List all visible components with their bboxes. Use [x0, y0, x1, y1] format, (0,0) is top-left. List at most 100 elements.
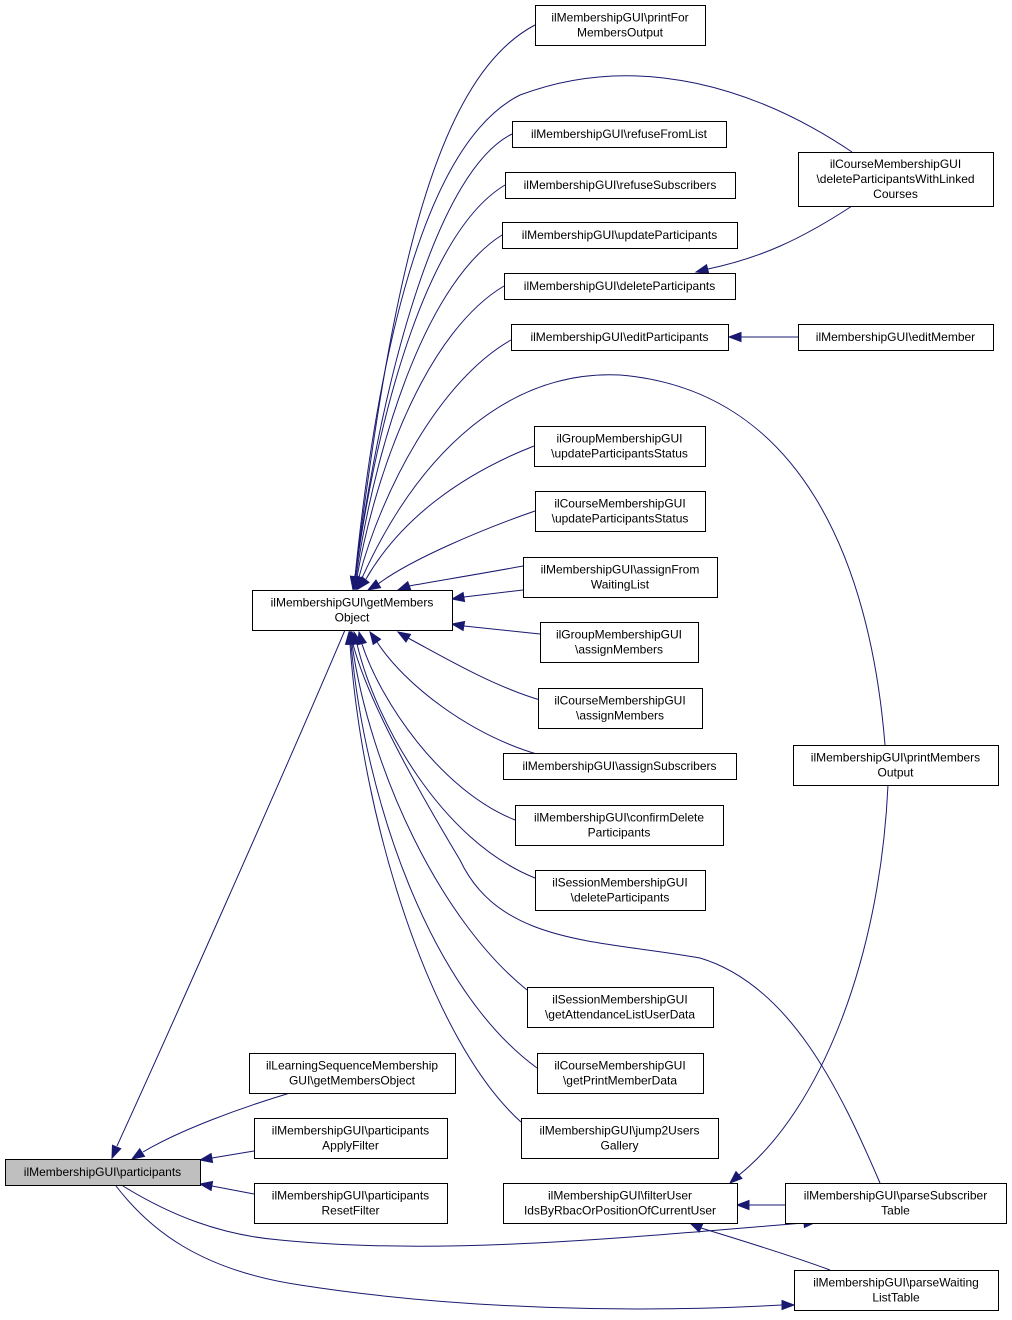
- edge-parseSubscriberTable-to-filterUserIds: [735, 1199, 785, 1211]
- edge-line: [211, 1150, 255, 1159]
- edge-arrowhead: [357, 575, 370, 591]
- node-assignSubscribers[interactable]: ilMembershipGUI\assignSubscribers: [503, 753, 737, 780]
- edge-arrowhead: [727, 331, 742, 343]
- node-label-line: GUI\getMembersObject: [289, 1074, 416, 1088]
- node-box: [535, 5, 706, 46]
- node-refuseSubscribers[interactable]: ilMembershipGUI\refuseSubscribers: [505, 172, 736, 199]
- node-filterUserIds[interactable]: ilMembershipGUI\filterUserIdsByRbacOrPos…: [503, 1183, 738, 1224]
- edge-line: [349, 643, 522, 1123]
- edge-participantsApplyFilter-to-participants: [198, 1150, 255, 1164]
- edge-line: [361, 643, 516, 821]
- node-sessDeleteParticipants[interactable]: ilSessionMembershipGUI\deleteParticipant…: [535, 870, 706, 911]
- node-editMember[interactable]: ilMembershipGUI\editMember: [798, 324, 994, 351]
- edge-line: [351, 643, 528, 991]
- node-box: [535, 491, 706, 532]
- node-box: [515, 805, 724, 846]
- edge-refuseSubscribers-to-getMembersObject: [349, 184, 506, 591]
- node-label-line: WaitingList: [591, 578, 650, 592]
- node-crsUpdateParticipantsStatus[interactable]: ilCourseMembershipGUI\updateParticipants…: [535, 491, 706, 532]
- node-box: [785, 1183, 1007, 1224]
- node-label-line: ilMembershipGUI\updateParticipants: [522, 228, 717, 242]
- edge-crsAssignMembers-to-getMembersObject: [450, 620, 541, 635]
- node-crsDeleteParticipantsWithLinkedCourses[interactable]: ilCourseMembershipGUI\deleteParticipants…: [798, 152, 994, 207]
- node-label-line: \assignMembers: [576, 709, 664, 723]
- node-grpUpdateParticipantsStatus[interactable]: ilGroupMembershipGUI\updateParticipantsS…: [534, 426, 706, 467]
- node-label-line: ResetFilter: [321, 1204, 379, 1218]
- node-label-line: Gallery: [600, 1139, 638, 1153]
- node-label-line: ilCourseMembershipGUI: [554, 1059, 685, 1073]
- node-label-line: ilMembershipGUI\participants: [272, 1124, 429, 1138]
- edge-confirmDeleteParticipants-to-getMembersObject: [369, 630, 541, 756]
- edge-arrowhead: [694, 263, 710, 275]
- edge-arrowhead: [366, 579, 382, 591]
- node-label-line: ilCourseMembershipGUI: [554, 694, 685, 708]
- edge-participantsResetFilter-to-participants: [198, 1180, 255, 1195]
- node-label-line: Table: [881, 1204, 910, 1218]
- node-lsGetMembersObject[interactable]: ilLearningSequenceMembershipGUI\getMembe…: [249, 1053, 456, 1094]
- edge-arrowhead: [396, 631, 412, 643]
- edge-printMembersOutput-to-filterUserIds: [728, 784, 889, 1184]
- node-updateParticipants[interactable]: ilMembershipGUI\updateParticipants: [502, 222, 738, 249]
- node-label-line: ApplyFilter: [322, 1139, 379, 1153]
- node-box: [511, 324, 729, 351]
- node-label-line: \updateParticipantsStatus: [551, 447, 688, 461]
- node-box: [502, 222, 738, 249]
- edge-line: [463, 589, 524, 598]
- node-box: [503, 753, 737, 780]
- node-confirmDeleteParticipants[interactable]: ilMembershipGUI\confirmDeleteParticipant…: [515, 805, 724, 846]
- node-participants[interactable]: ilMembershipGUI\participants: [5, 1159, 201, 1186]
- edge-line: [365, 445, 535, 580]
- node-label-line: ilMembershipGUI\editMember: [816, 330, 975, 344]
- node-box: [249, 1053, 456, 1094]
- node-label-line: \deleteParticipants: [571, 891, 670, 905]
- node-box: [794, 1270, 999, 1311]
- node-label-line: \getPrintMemberData: [563, 1074, 677, 1088]
- node-sessGetAttendanceListUserData[interactable]: ilSessionMembershipGUI\getAttendanceList…: [527, 987, 714, 1028]
- node-editParticipants[interactable]: ilMembershipGUI\editParticipants: [511, 324, 729, 351]
- node-label-line: ilSessionMembershipGUI: [552, 993, 687, 1007]
- edge-line: [211, 1185, 255, 1195]
- node-label-line: \getAttendanceListUserData: [545, 1008, 695, 1022]
- edge-arrowhead: [450, 620, 466, 632]
- node-label-line: Output: [877, 766, 914, 780]
- node-box: [798, 152, 994, 207]
- node-label-line: ilCourseMembershipGUI: [554, 497, 685, 511]
- edge-line: [350, 643, 538, 1069]
- node-box: [252, 590, 453, 631]
- edge-line: [352, 643, 881, 1184]
- edge-line: [115, 1185, 783, 1310]
- node-label-line: ilMembershipGUI\refuseFromList: [531, 127, 708, 141]
- node-grpAssignMembers[interactable]: ilGroupMembershipGUI\assignMembers: [540, 622, 699, 663]
- node-deleteParticipants[interactable]: ilMembershipGUI\deleteParticipants: [504, 273, 736, 300]
- node-label-line: ilMembershipGUI\participants: [24, 1165, 181, 1179]
- edge-line: [356, 643, 536, 879]
- edge-arrowhead: [688, 1222, 704, 1233]
- node-label-line: ilMembershipGUI\getMembers: [271, 596, 434, 610]
- edge-line: [354, 133, 513, 578]
- node-crsAssignMembers[interactable]: ilCourseMembershipGUI\assignMembers: [538, 688, 703, 729]
- node-getMembersObject[interactable]: ilMembershipGUI\getMembersObject: [252, 590, 453, 631]
- node-crsGetPrintMemberData[interactable]: ilCourseMembershipGUI\getPrintMemberData: [537, 1053, 704, 1094]
- node-label-line: ilMembershipGUI\refuseSubscribers: [524, 178, 717, 192]
- node-label-line: ilMembershipGUI\filterUser: [548, 1189, 692, 1203]
- node-label-line: ilLearningSequenceMembership: [266, 1059, 438, 1073]
- node-label-line: ilMembershipGUI\editParticipants: [530, 330, 708, 344]
- edge-line: [122, 1185, 805, 1247]
- node-label-line: ilCourseMembershipGUI: [830, 157, 961, 171]
- edge-line: [361, 374, 886, 746]
- node-refuseFromList[interactable]: ilMembershipGUI\refuseFromList: [512, 121, 727, 148]
- edge-arrowhead: [369, 630, 382, 646]
- node-label-line: ilMembershipGUI\assignFrom: [541, 563, 700, 577]
- node-label-line: ilMembershipGUI\deleteParticipants: [524, 279, 715, 293]
- edge-assignFromWaitingList-to-getMembersObject: [396, 565, 524, 591]
- node-box: [534, 426, 706, 467]
